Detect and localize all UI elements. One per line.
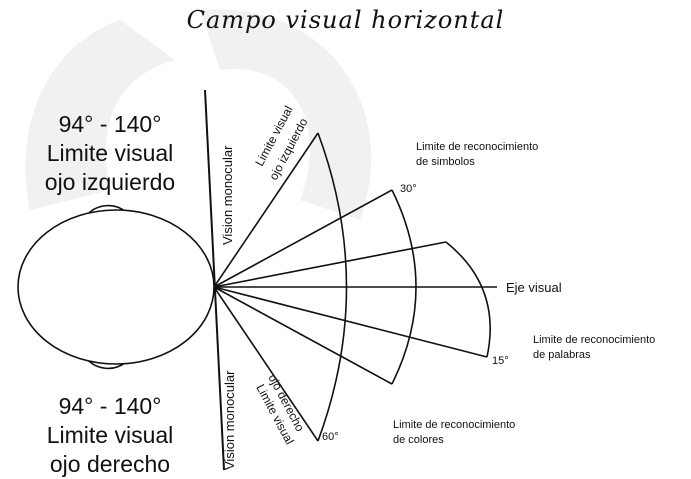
angle-60: 60° <box>322 431 339 443</box>
arc-palabras <box>445 241 491 358</box>
ray-60-right <box>213 286 319 442</box>
head-ellipse <box>17 209 215 365</box>
vision-monocular-bottom: Vision monocular <box>222 370 237 470</box>
right-eye-degrees: 94° - 140° <box>58 393 162 419</box>
simbolos-line1: Limite de reconocimiento <box>416 141 538 153</box>
palabras-line1: Limite de reconocimiento <box>533 334 655 346</box>
right-eye-line2: ojo derecho <box>49 451 171 477</box>
diagram-title: Campo visual horizontal <box>186 6 505 34</box>
angle-30: 30° <box>400 183 417 195</box>
arc-simbolos <box>317 132 348 442</box>
palabras-line2: de palabras <box>533 349 591 361</box>
background-watermark <box>25 9 372 220</box>
ray-30-left <box>213 189 393 288</box>
colores-line2: de colores <box>393 434 444 446</box>
recognition-arcs <box>317 132 491 442</box>
ray-60-left <box>213 132 319 288</box>
monocular-divider <box>204 89 225 471</box>
left-eye-degrees: 94° - 140° <box>58 111 162 137</box>
vision-monocular-top: Vision monocular <box>220 145 235 245</box>
angle-15: 15° <box>492 355 509 367</box>
ray-30-right <box>213 286 393 385</box>
left-eye-limit-label: 94° - 140° Limite visual ojo izquierdo <box>10 110 210 197</box>
simbolos-line2: de simbolos <box>416 156 475 168</box>
arc-colores <box>391 189 417 385</box>
right-eye-limit-label: 94° - 140° Limite visual ojo derecho <box>10 392 210 479</box>
right-eye-line1: Limite visual <box>46 422 174 448</box>
eje-visual-label: Eje visual <box>506 280 562 295</box>
left-eye-line1: Limite visual <box>46 140 174 166</box>
ray-15-left <box>213 241 447 288</box>
visual-rays <box>213 132 497 442</box>
left-eye-line2: ojo izquierdo <box>44 169 176 195</box>
ray-15-right <box>213 286 488 358</box>
head-illustration <box>17 204 215 370</box>
colores-line1: Limite de reconocimiento <box>393 419 515 431</box>
